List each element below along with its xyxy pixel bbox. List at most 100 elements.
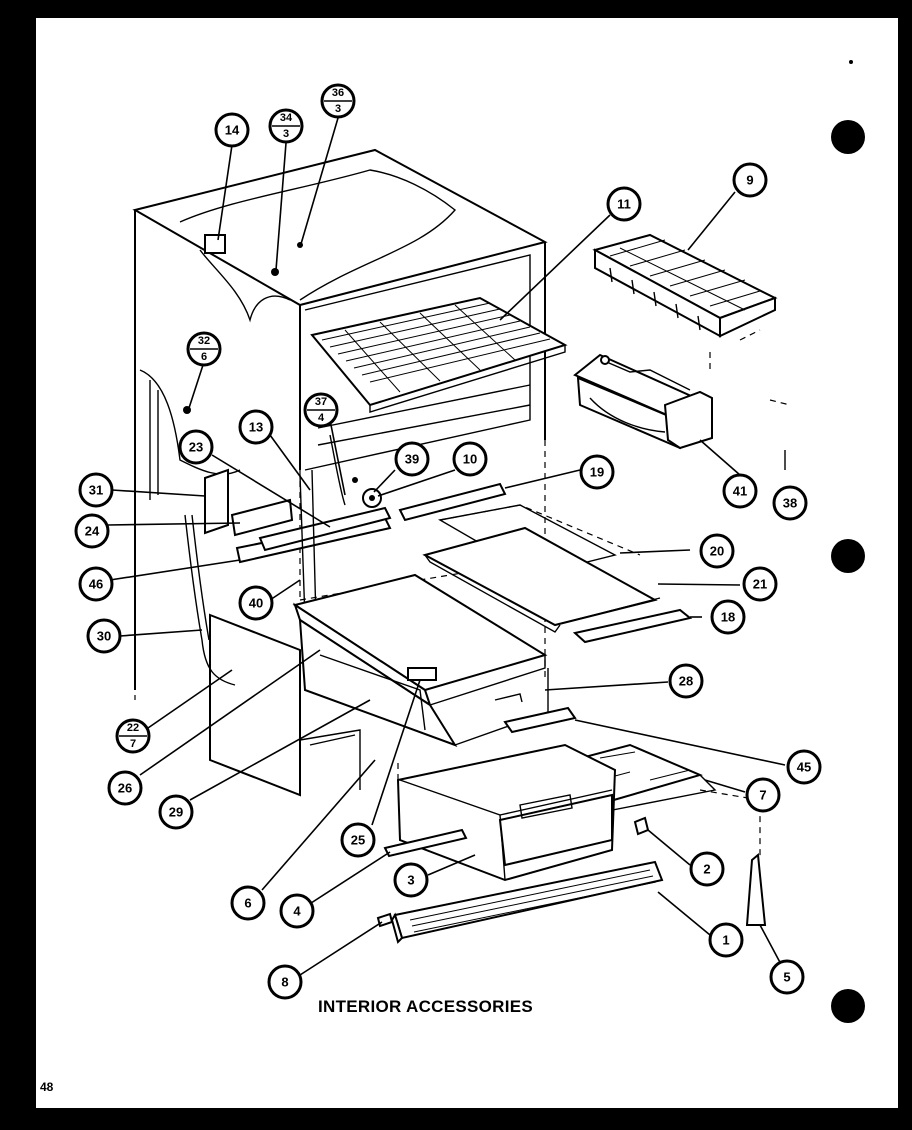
- callout-37-4: 37 4: [303, 392, 339, 428]
- svg-text:14: 14: [225, 123, 240, 138]
- cabinet: [132, 148, 548, 797]
- callout-11: 11: [606, 186, 642, 222]
- screw-8: [376, 912, 394, 928]
- svg-text:3: 3: [407, 873, 414, 888]
- callout-28: 28: [668, 663, 704, 699]
- callout-1: 1: [708, 922, 744, 958]
- callout-10: 10: [452, 441, 488, 477]
- control-rail-assembly: [184, 434, 392, 686]
- svg-text:26: 26: [118, 781, 132, 796]
- callout-5: 5: [769, 959, 805, 995]
- svg-text:4: 4: [318, 412, 325, 424]
- callout-9: 9: [732, 162, 768, 198]
- svg-text:25: 25: [351, 833, 365, 848]
- rail-45: [503, 706, 577, 734]
- svg-text:2: 2: [703, 862, 710, 877]
- meat-keeper: [292, 573, 549, 747]
- svg-text:7: 7: [130, 738, 136, 750]
- svg-text:34: 34: [280, 112, 293, 124]
- svg-text:13: 13: [249, 420, 263, 435]
- svg-text:18: 18: [721, 610, 735, 625]
- binder-hole-top: [831, 120, 865, 154]
- svg-text:37: 37: [315, 396, 327, 408]
- part-14-sensor: [204, 234, 226, 254]
- leveling-leg: [745, 853, 767, 926]
- ice-maker: [573, 329, 791, 470]
- svg-text:23: 23: [189, 440, 203, 455]
- svg-text:28: 28: [679, 674, 693, 689]
- svg-text:41: 41: [733, 484, 747, 499]
- callout-29: 29: [158, 794, 194, 830]
- callout-41: 41: [722, 473, 758, 509]
- rail-19: [398, 482, 507, 522]
- callout-26: 26: [107, 770, 143, 806]
- svg-text:19: 19: [590, 465, 604, 480]
- callout-13: 13: [238, 409, 274, 445]
- svg-text:29: 29: [169, 805, 183, 820]
- svg-text:11: 11: [617, 197, 631, 212]
- callout-8: 8: [267, 964, 303, 1000]
- svg-text:24: 24: [85, 524, 100, 539]
- svg-text:6: 6: [244, 896, 251, 911]
- rail-18: [572, 608, 693, 644]
- binder-hole-bottom: [831, 989, 865, 1023]
- svg-text:3: 3: [335, 103, 341, 115]
- freezer-wire-shelf: [310, 296, 568, 413]
- callout-20: 20: [699, 533, 735, 569]
- corner-dot: [849, 60, 853, 64]
- svg-text:31: 31: [89, 483, 103, 498]
- svg-text:20: 20: [710, 544, 724, 559]
- callout-32-6: 32 6: [186, 331, 222, 367]
- callout-23: 23: [178, 429, 214, 465]
- svg-text:36: 36: [332, 87, 344, 99]
- callout-31: 31: [78, 472, 114, 508]
- binder-hole-middle: [831, 539, 865, 573]
- svg-text:8: 8: [281, 975, 288, 990]
- svg-text:5: 5: [783, 970, 790, 985]
- callout-21: 21: [742, 566, 778, 602]
- leader-lines: [107, 117, 786, 976]
- callout-14: 14: [214, 112, 250, 148]
- svg-text:7: 7: [759, 788, 766, 803]
- callout-30: 30: [86, 618, 122, 654]
- callout-45: 45: [786, 749, 822, 785]
- callout-19: 19: [579, 454, 615, 490]
- svg-text:30: 30: [97, 629, 111, 644]
- svg-text:39: 39: [405, 452, 419, 467]
- svg-text:3: 3: [283, 128, 289, 140]
- diagram-caption: INTERIOR ACCESSORIES: [318, 997, 534, 1016]
- callout-40: 40: [238, 585, 274, 621]
- callout-6: 6: [230, 885, 266, 921]
- callout-7: 7: [745, 777, 781, 813]
- callout-2: 2: [689, 851, 725, 887]
- callout-36-3: 36 3: [320, 83, 356, 119]
- drawer: [396, 743, 761, 882]
- callout-22-7: 22 7: [115, 718, 151, 754]
- svg-text:21: 21: [753, 577, 767, 592]
- svg-text:22: 22: [127, 722, 139, 734]
- callout-4: 4: [279, 893, 315, 929]
- toe-grille: [390, 860, 664, 944]
- callout-39: 39: [394, 441, 430, 477]
- callout-34-3: 34 3: [268, 108, 304, 144]
- svg-text:6: 6: [201, 351, 207, 363]
- svg-text:32: 32: [198, 335, 210, 347]
- callout-38: 38: [772, 485, 808, 521]
- page-number: 48: [40, 1080, 54, 1094]
- part-2-clip: [633, 816, 650, 836]
- callout-24: 24: [74, 513, 110, 549]
- svg-text:45: 45: [797, 760, 811, 775]
- ice-cube-tray: [592, 233, 778, 338]
- svg-text:38: 38: [783, 496, 797, 511]
- crisper-cover-frame: [422, 504, 661, 633]
- svg-text:46: 46: [89, 577, 103, 592]
- svg-text:4: 4: [293, 904, 301, 919]
- callout-46: 46: [78, 566, 114, 602]
- callout-3: 3: [393, 862, 429, 898]
- svg-text:40: 40: [249, 596, 263, 611]
- callout-25: 25: [340, 822, 376, 858]
- svg-text:10: 10: [463, 452, 477, 467]
- callout-18: 18: [710, 599, 746, 635]
